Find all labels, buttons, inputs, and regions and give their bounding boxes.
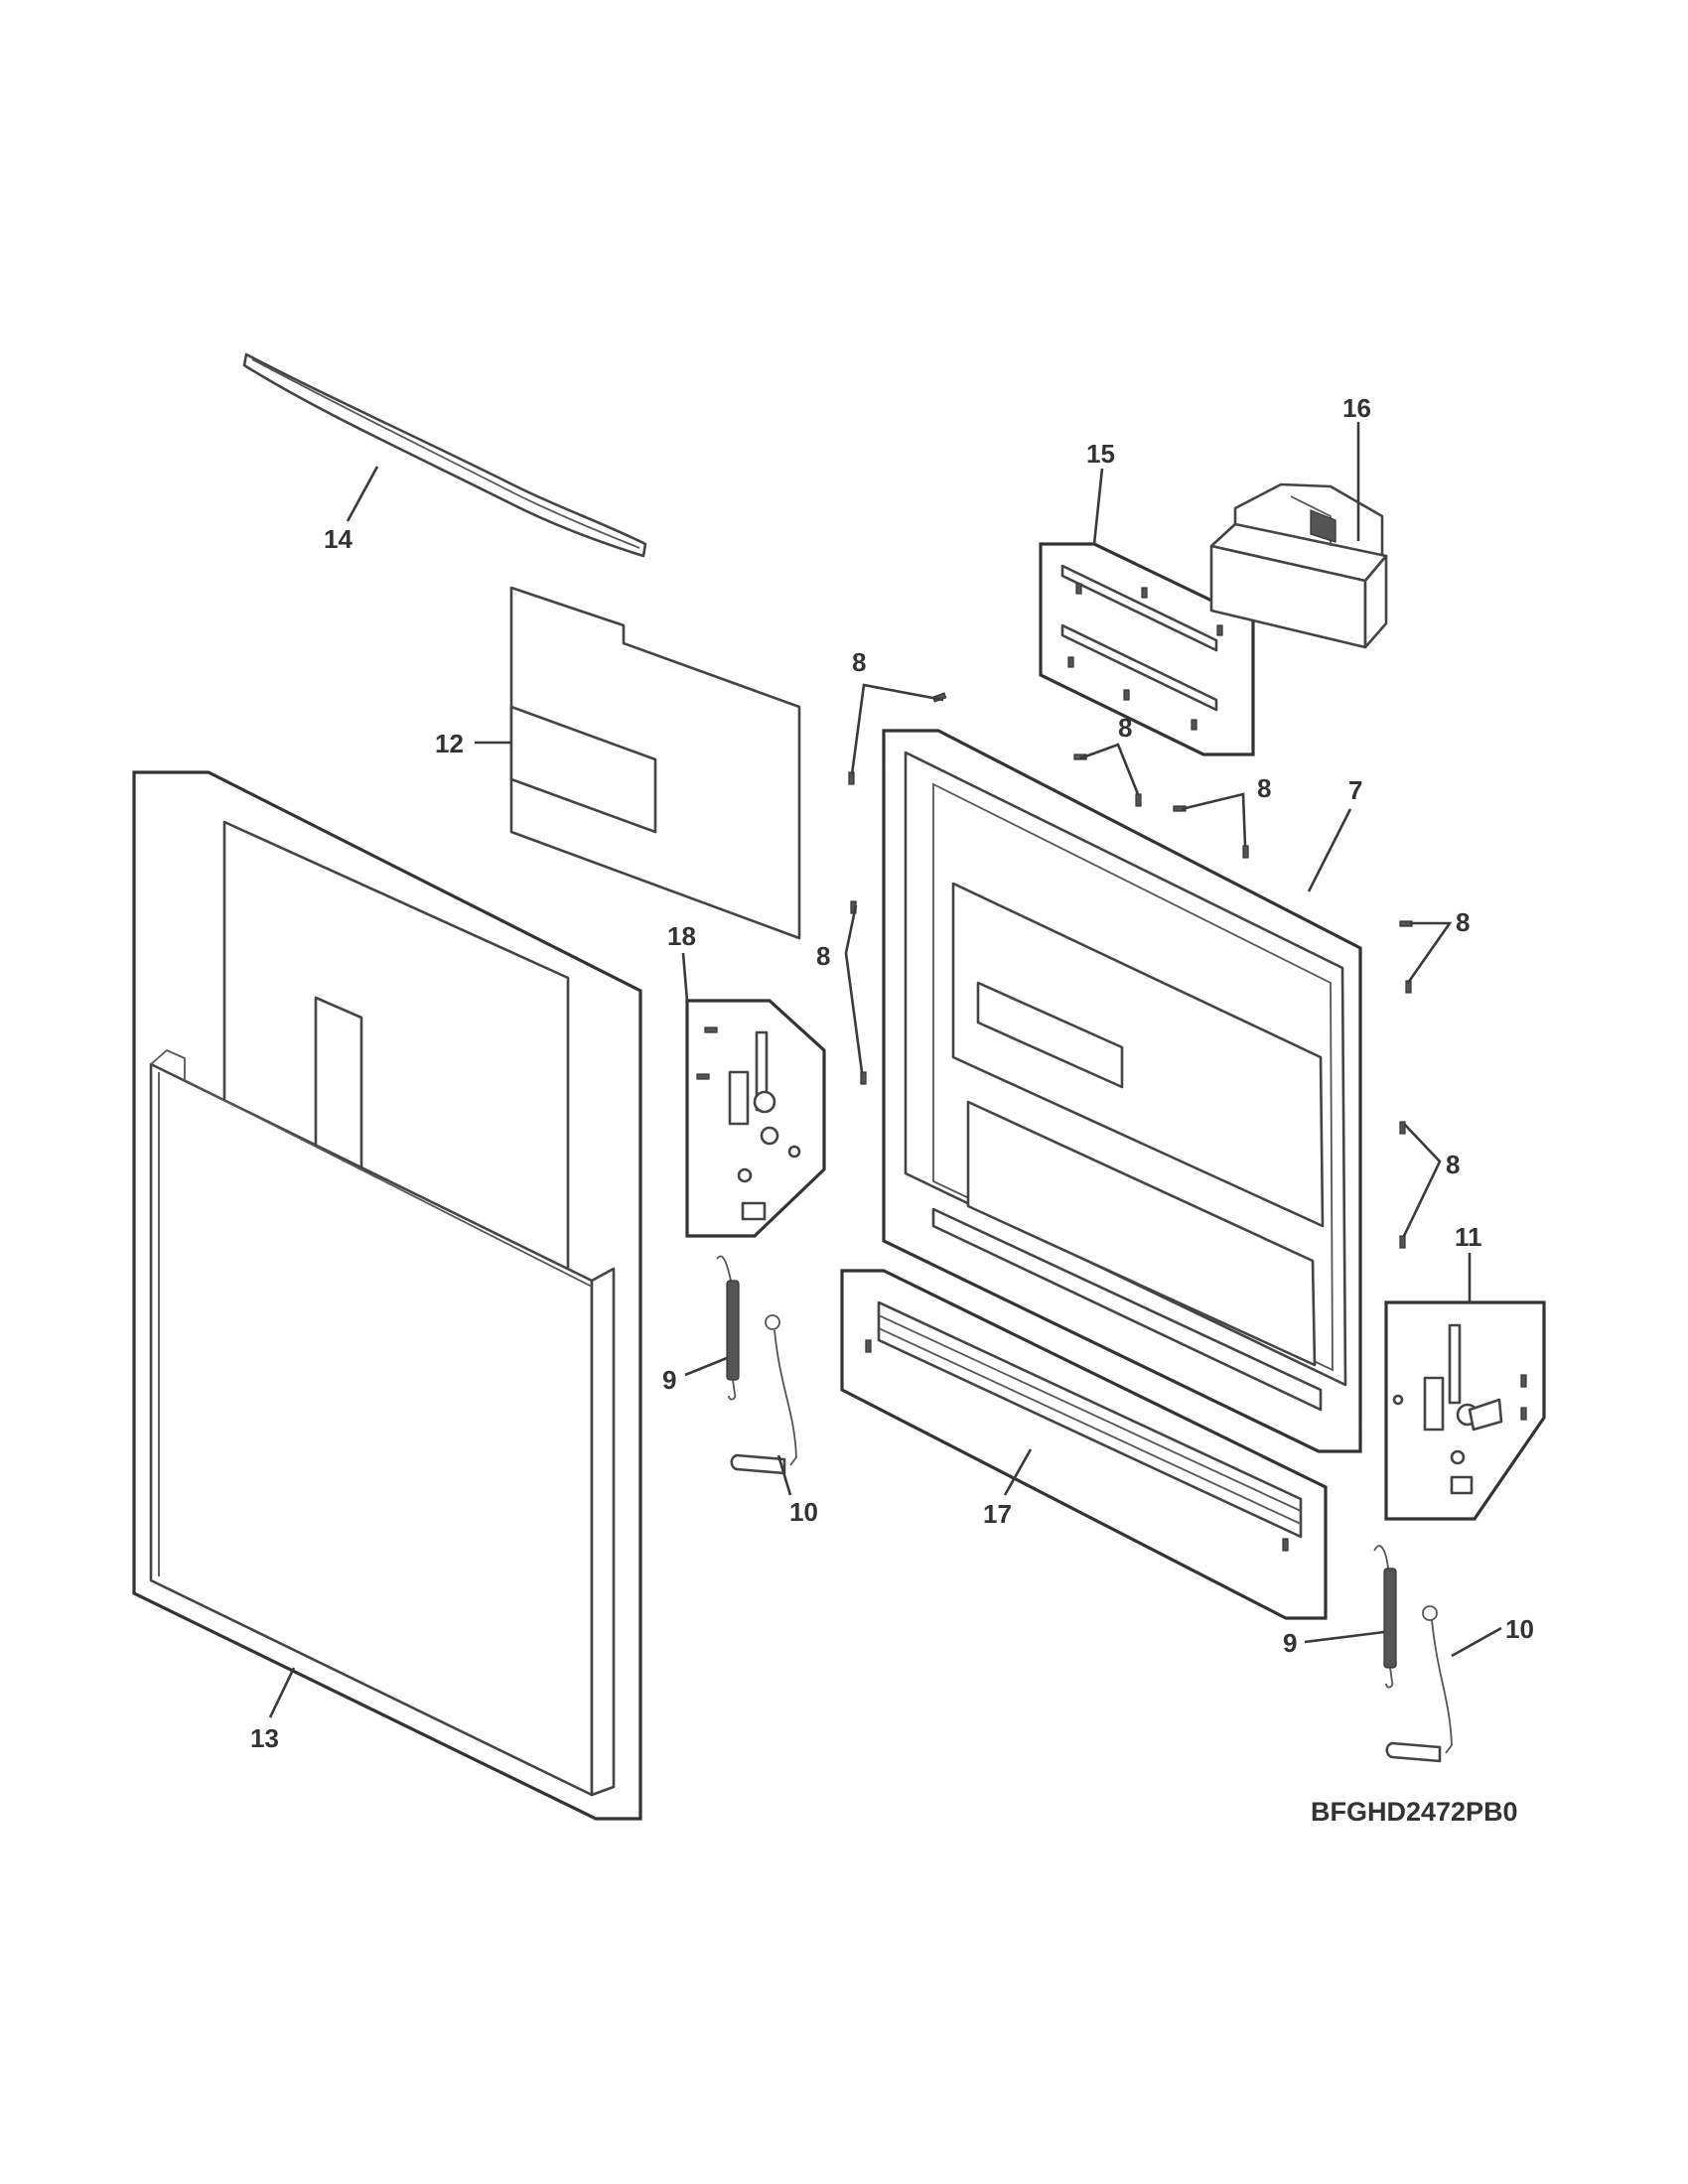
- leader-13: [268, 1667, 296, 1718]
- part-10-left-cable[interactable]: [730, 1314, 797, 1475]
- leader-8-e: [1406, 921, 1453, 984]
- callout-16: 16: [1342, 393, 1371, 423]
- callout-15: 15: [1086, 439, 1115, 469]
- callout-8-d: 8: [816, 941, 830, 971]
- callout-8-b: 8: [1118, 713, 1132, 743]
- callout-18: 18: [667, 921, 696, 951]
- callout-8-e: 8: [1456, 907, 1470, 937]
- leader-10-left: [776, 1454, 792, 1496]
- leader-14: [346, 466, 379, 522]
- leader-9-right: [1304, 1630, 1385, 1644]
- leader-8-c: [1181, 792, 1247, 847]
- callout-10-left: 10: [789, 1497, 818, 1527]
- callout-13: 13: [250, 1723, 279, 1753]
- leader-8-f: [1402, 1123, 1442, 1237]
- callout-9-right: 9: [1283, 1628, 1297, 1658]
- model-code: BFGHD2472PB0: [1311, 1797, 1518, 1827]
- callout-7: 7: [1348, 775, 1362, 805]
- callout-8-f: 8: [1446, 1150, 1460, 1179]
- callout-17: 17: [983, 1499, 1012, 1529]
- part-14-door-handle[interactable]: [242, 352, 647, 558]
- part-9-left-spring[interactable]: [716, 1255, 740, 1401]
- part-10-right-cable[interactable]: [1385, 1605, 1453, 1763]
- part-13-outer-door-panel[interactable]: [132, 770, 642, 1821]
- leader-8-b: [1079, 743, 1140, 795]
- callout-9-left: 9: [662, 1365, 676, 1395]
- callout-8-a: 8: [852, 647, 866, 677]
- leader-8-a: [850, 683, 944, 775]
- part-18-left-hinge-assembly[interactable]: [685, 999, 826, 1238]
- leader-15: [1092, 468, 1104, 545]
- leader-10-right: [1451, 1626, 1502, 1658]
- part-17-lower-rail[interactable]: [840, 1269, 1328, 1620]
- part-9-right-spring[interactable]: [1373, 1545, 1397, 1689]
- part-16-control-module[interactable]: [1209, 482, 1388, 649]
- callout-8-c: 8: [1257, 773, 1271, 803]
- part-7-inner-door-liner[interactable]: [882, 729, 1362, 1453]
- callout-10-right: 10: [1505, 1614, 1534, 1644]
- leader-9-left: [684, 1356, 728, 1377]
- callout-12: 12: [435, 729, 464, 758]
- part-12-insulation-panels[interactable]: [509, 586, 801, 940]
- leader-17: [1003, 1448, 1033, 1496]
- callout-11: 11: [1455, 1222, 1482, 1252]
- leader-18: [681, 952, 689, 1002]
- leader-8-d: [844, 904, 864, 1073]
- callout-14: 14: [324, 524, 352, 554]
- part-11-right-hinge-assembly[interactable]: [1384, 1300, 1546, 1521]
- leader-7: [1307, 808, 1352, 892]
